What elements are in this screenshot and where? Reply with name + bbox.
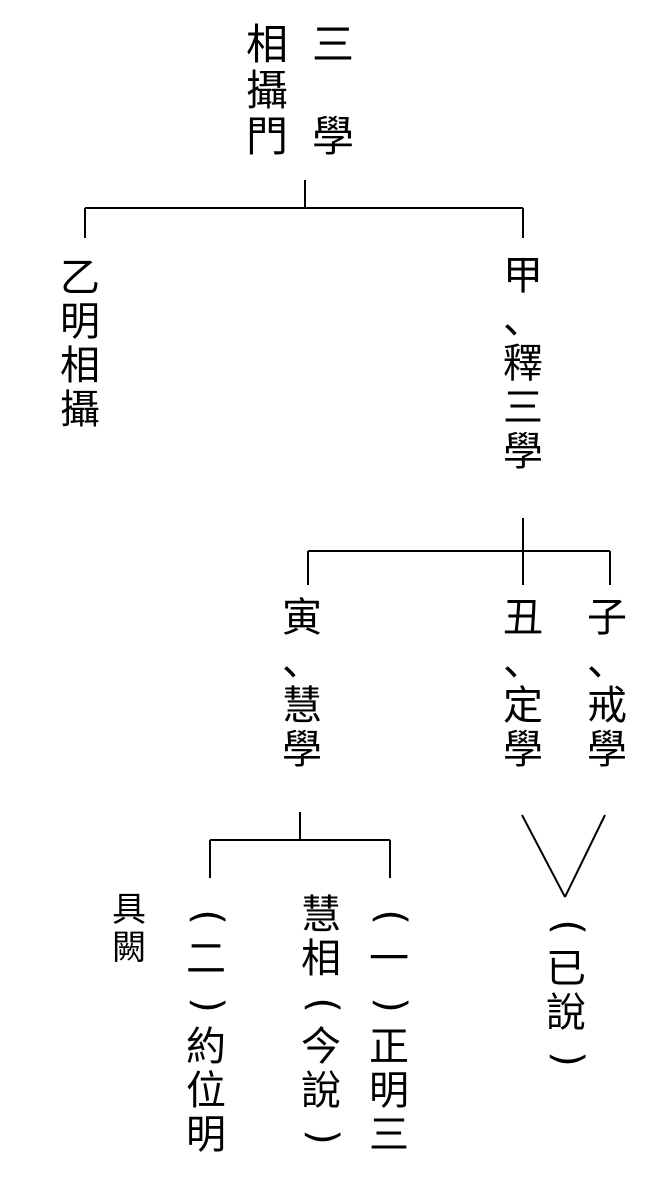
glyph: 相	[245, 20, 288, 69]
glyph: 二	[186, 936, 226, 982]
glyph: )	[299, 1129, 346, 1145]
glyph: 學	[587, 727, 627, 773]
glyph: 三	[369, 1112, 409, 1158]
glyph: 慧	[282, 683, 322, 729]
glyph: 相	[301, 936, 341, 982]
connector-v-left	[521, 814, 566, 898]
glyph: 三	[503, 385, 543, 431]
glyph: 、	[503, 297, 543, 343]
glyph: )	[184, 997, 231, 1013]
glyph: 今	[301, 1024, 341, 1070]
glyph: 戒	[587, 683, 627, 729]
sub-yin: 寅、慧學	[277, 598, 327, 774]
item-1: ( 一) 正明三	[364, 895, 414, 1159]
glyph: 學	[282, 727, 322, 773]
sub-chou: 丑、定學	[498, 598, 548, 774]
item-1-continued: 慧相 ( 今說)	[296, 895, 346, 1159]
glyph: 學	[503, 429, 543, 475]
item-3: 具闕	[107, 893, 151, 969]
glyph: 慧	[301, 892, 341, 938]
glyph: 寅	[282, 595, 322, 641]
glyph: 闕	[112, 928, 146, 968]
glyph: 已	[546, 946, 586, 992]
glyph: 丑	[503, 595, 543, 641]
glyph: 三	[311, 20, 354, 69]
glyph: )	[544, 1051, 591, 1067]
glyph: 釋	[503, 341, 543, 387]
glyph: 位	[186, 1068, 226, 1114]
glyph: 說	[546, 990, 586, 1036]
glyph: 子	[587, 595, 627, 641]
glyph: 明	[369, 1068, 409, 1114]
glyph: 、	[587, 639, 627, 685]
glyph: 、	[503, 639, 543, 685]
glyph: 乙	[60, 255, 100, 301]
glyph: 明	[60, 299, 100, 345]
glyph: (	[367, 909, 414, 925]
title-col-1: 相攝門	[242, 24, 292, 162]
glyph: (	[299, 997, 346, 1013]
glyph-spacer	[326, 70, 339, 116]
glyph: (	[184, 909, 231, 925]
glyph: 說	[301, 1068, 341, 1114]
glyph: 學	[311, 112, 354, 161]
glyph: 具	[112, 890, 146, 930]
glyph: 學	[503, 727, 543, 773]
glyph: 一	[369, 936, 409, 982]
glyph: )	[367, 997, 414, 1013]
glyph: 甲	[503, 253, 543, 299]
glyph: 正	[369, 1024, 409, 1070]
glyph: 門	[245, 112, 288, 161]
glyph: 攝	[245, 66, 288, 115]
title-col-2: 三 學	[308, 24, 358, 162]
glyph: 明	[186, 1112, 226, 1158]
glyph: 、	[282, 639, 322, 685]
connector-v-right	[564, 814, 606, 898]
glyph: 約	[186, 1024, 226, 1070]
glyph: 相	[60, 343, 100, 389]
glyph: 定	[503, 683, 543, 729]
glyph: 攝	[60, 387, 100, 433]
note-already-said: ( 已說)	[541, 905, 591, 1081]
branch-b: 乙明相攝	[55, 258, 105, 434]
item-2: ( 二) 約位明	[181, 895, 231, 1159]
branch-a: 甲、釋三學	[498, 256, 548, 476]
sub-zi: 子、戒學	[582, 598, 632, 774]
glyph: (	[544, 919, 591, 935]
